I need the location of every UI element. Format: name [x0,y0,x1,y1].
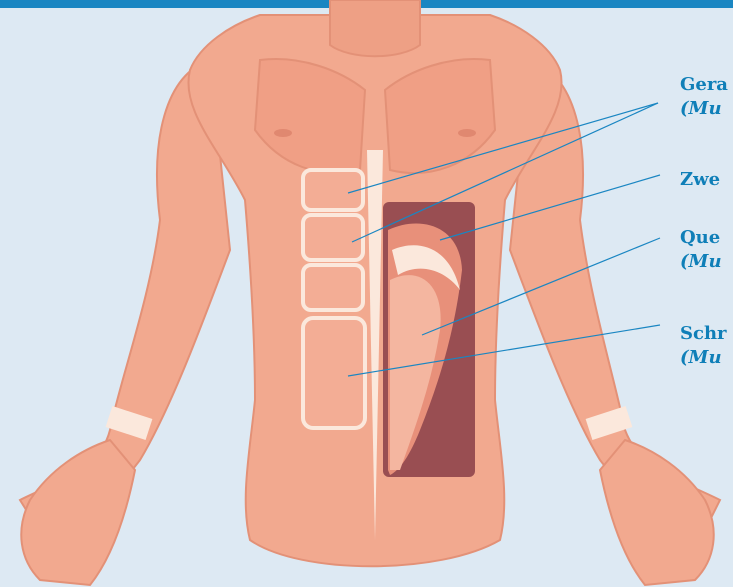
label-name: Gera [680,73,728,97]
label-3: Que (Mu [680,226,722,274]
label-4: Schr (Mu [680,322,727,370]
label-name: Schr [680,322,727,346]
label-2: Zwe [680,168,720,192]
left-hand [21,440,135,585]
right-hand [600,440,714,585]
abdominal-block [303,318,365,428]
label-latin: (Mu [680,97,728,121]
label-latin: (Mu [680,346,727,370]
right-nipple [458,129,476,137]
label-name: Zwe [680,168,720,192]
label-name: Que [680,226,722,250]
label-1: Gera (Mu [680,73,728,121]
abdominal-block [303,215,363,260]
label-latin: (Mu [680,250,722,274]
abdominal-block [303,170,363,210]
neck [330,0,420,56]
abdominal-block [303,265,363,310]
left-nipple [274,129,292,137]
